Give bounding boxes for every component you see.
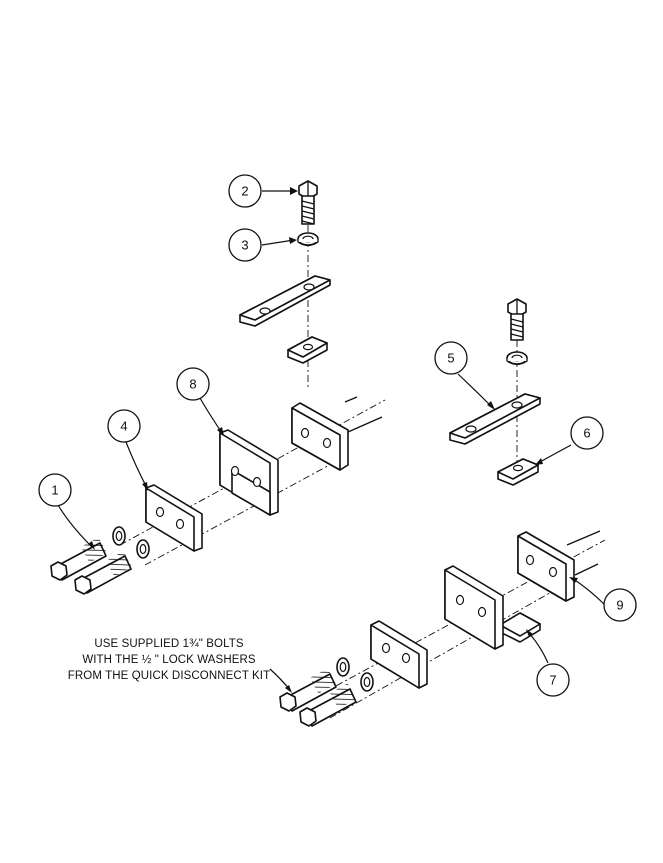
tube-lines-upper: [344, 396, 601, 576]
note-line-2: WITH THE ½ " LOCK WASHERS: [82, 654, 256, 666]
callout-5: 5: [434, 341, 468, 375]
callout-1: 1: [38, 473, 72, 507]
callout-2: 2: [228, 174, 262, 208]
leader-lines: [57, 187, 606, 693]
callout-6: 6: [570, 416, 604, 450]
callout-7: 7: [536, 663, 570, 697]
callout-5-label: 5: [447, 351, 454, 366]
bolts-lower: [279, 668, 357, 727]
plate-5: [449, 393, 541, 445]
note-line-1: USE SUPPLIED 1¾" BOLTS: [94, 638, 244, 650]
callout-2-label: 2: [241, 184, 248, 199]
callout-9-label: 9: [616, 598, 623, 613]
callout-8-label: 8: [189, 377, 196, 392]
callout-3: 3: [228, 228, 262, 262]
top-bar-plate: [239, 275, 331, 327]
top-block: [287, 336, 328, 364]
callout-1-label: 1: [51, 483, 58, 498]
note-line-3: FROM THE QUICK DISCONNECT KIT: [67, 670, 271, 682]
block-6: [497, 458, 539, 486]
plate-far-upper: [291, 402, 349, 471]
plate-front-lower: [370, 620, 428, 689]
callout-4-label: 4: [120, 419, 127, 434]
callout-3-label: 3: [241, 238, 248, 253]
washer-3: [297, 232, 319, 247]
callout-8: 8: [176, 367, 210, 401]
washers-upper-left: [112, 526, 150, 559]
plate-center-lower: [444, 565, 504, 650]
bolt-right: [507, 298, 527, 341]
assembly-note: USE SUPPLIED 1¾" BOLTS WITH THE ½ " LOCK…: [64, 636, 274, 684]
callout-6-label: 6: [583, 426, 590, 441]
bolts-1: [50, 537, 133, 595]
plate-8: [219, 429, 279, 516]
washers-lower: [336, 657, 374, 692]
plate-7-base: [499, 612, 541, 643]
plate-4: [145, 484, 203, 552]
plate-9: [517, 531, 575, 602]
callout-7-label: 7: [549, 673, 556, 688]
bolt-2: [298, 180, 318, 225]
callout-4: 4: [107, 409, 141, 443]
callout-9: 9: [603, 588, 637, 622]
washer-right: [506, 351, 528, 366]
